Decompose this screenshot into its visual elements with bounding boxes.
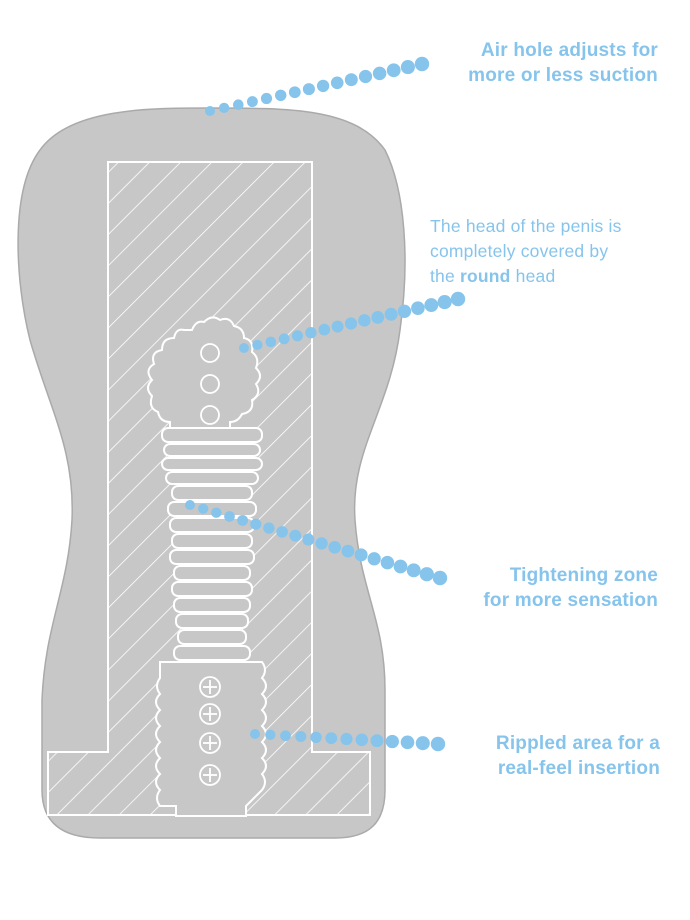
leader-dot bbox=[288, 86, 301, 99]
leader-dot bbox=[325, 732, 338, 745]
leader-dot bbox=[274, 89, 287, 102]
head-hole-1 bbox=[200, 343, 220, 363]
leader-dot bbox=[302, 83, 315, 96]
leader-dot bbox=[246, 96, 258, 108]
leader-dot bbox=[239, 343, 249, 353]
ripple-nub-3 bbox=[199, 732, 221, 754]
callout-head-line3-bold: round bbox=[460, 266, 511, 286]
tightening-zone-ribs bbox=[161, 427, 263, 661]
leader-dot bbox=[367, 552, 381, 566]
leader-dot bbox=[315, 537, 328, 550]
leader-rippled bbox=[250, 729, 446, 752]
leader-dot bbox=[340, 732, 353, 746]
ripple-nub-2 bbox=[199, 703, 221, 725]
leader-dot bbox=[318, 323, 331, 336]
leader-dot bbox=[252, 339, 263, 351]
leader-dot bbox=[330, 76, 344, 90]
leader-dot bbox=[372, 66, 387, 81]
leader-dot bbox=[224, 511, 235, 522]
callout-head-line1: The head of the penis is bbox=[430, 216, 622, 236]
leader-air-hole bbox=[205, 56, 430, 116]
leader-dot bbox=[237, 514, 249, 526]
leader-dot bbox=[415, 736, 430, 751]
leader-dot bbox=[265, 336, 277, 348]
callout-head: The head of the penis is completely cove… bbox=[430, 214, 622, 289]
leader-dot bbox=[233, 99, 244, 110]
leader-dot bbox=[385, 734, 399, 749]
leader-dot bbox=[344, 317, 358, 330]
leader-dot bbox=[358, 69, 373, 84]
callout-air-hole-line1: Air hole adjusts for bbox=[480, 40, 658, 61]
leader-dot bbox=[397, 304, 412, 318]
leader-dot bbox=[328, 541, 341, 554]
leader-dot bbox=[371, 311, 385, 324]
callout-rippled: Rippled area for a real-feel insertion bbox=[496, 731, 660, 781]
callout-head-line3-suffix: head bbox=[510, 266, 556, 286]
leader-dot bbox=[218, 102, 230, 114]
leader-dot bbox=[198, 503, 209, 514]
leader-dot bbox=[430, 736, 446, 752]
head-hole-2 bbox=[200, 374, 220, 394]
callout-air-hole-line2: more or less suction bbox=[468, 65, 658, 86]
callout-head-line3: the round head bbox=[430, 264, 622, 289]
leader-dot bbox=[250, 518, 262, 530]
leader-dot bbox=[380, 555, 395, 570]
leader-dot bbox=[437, 295, 452, 310]
callout-rippled-line1: Rippled area for a bbox=[495, 733, 660, 754]
leader-dot bbox=[450, 291, 466, 307]
leader-dot bbox=[263, 522, 275, 534]
leader-dot bbox=[302, 533, 315, 546]
leader-dot bbox=[295, 730, 307, 743]
leader-dot bbox=[291, 330, 304, 342]
callout-tightening-line1: Tightening zone bbox=[509, 565, 658, 586]
leader-head bbox=[239, 291, 466, 353]
callout-head-line3-prefix: the bbox=[430, 266, 460, 286]
leader-tightening bbox=[185, 500, 448, 586]
callout-tightening: Tightening zone for more sensation bbox=[483, 563, 658, 613]
leader-dot bbox=[400, 60, 415, 75]
leader-dot bbox=[411, 301, 425, 315]
leader-dot bbox=[419, 567, 434, 582]
head-hole-3 bbox=[200, 405, 220, 425]
leader-dot bbox=[260, 92, 273, 105]
leader-dot bbox=[432, 570, 448, 586]
leader-dot bbox=[414, 56, 430, 72]
leader-dot bbox=[205, 106, 215, 116]
callout-leader-lines bbox=[185, 56, 466, 752]
leader-dot bbox=[400, 735, 415, 750]
leader-dot bbox=[354, 548, 368, 562]
leader-dot bbox=[310, 731, 322, 744]
leader-dot bbox=[316, 79, 330, 93]
leader-dot bbox=[355, 733, 369, 747]
leader-dot bbox=[358, 314, 371, 327]
leader-dot bbox=[250, 729, 260, 739]
leader-dot bbox=[289, 529, 302, 542]
leader-dot bbox=[185, 500, 195, 510]
callout-rippled-line2: real-feel insertion bbox=[497, 758, 660, 779]
leader-dot bbox=[370, 734, 384, 748]
leader-dot bbox=[406, 563, 421, 578]
ripple-nub-1 bbox=[199, 676, 221, 698]
leader-dot bbox=[386, 63, 401, 78]
leader-dot bbox=[280, 730, 291, 742]
leader-dot bbox=[384, 307, 398, 321]
callout-tightening-line2: for more sensation bbox=[483, 590, 658, 611]
leader-dot bbox=[211, 507, 222, 518]
leader-dot bbox=[344, 73, 358, 87]
ripple-nub-4 bbox=[199, 764, 221, 786]
callout-air-hole: Air hole adjusts for more or less suctio… bbox=[468, 38, 658, 88]
leader-dot bbox=[331, 320, 344, 333]
leader-dot bbox=[305, 327, 317, 339]
callout-head-line2: completely covered by bbox=[430, 241, 609, 261]
leader-dot bbox=[276, 526, 288, 538]
ripple-nubs bbox=[199, 676, 221, 786]
leader-dot bbox=[393, 559, 408, 574]
round-head-chamber bbox=[147, 316, 261, 431]
leader-dot bbox=[424, 298, 439, 313]
leader-dot bbox=[341, 544, 355, 558]
leader-dot bbox=[265, 729, 276, 740]
leader-dot bbox=[278, 333, 290, 345]
